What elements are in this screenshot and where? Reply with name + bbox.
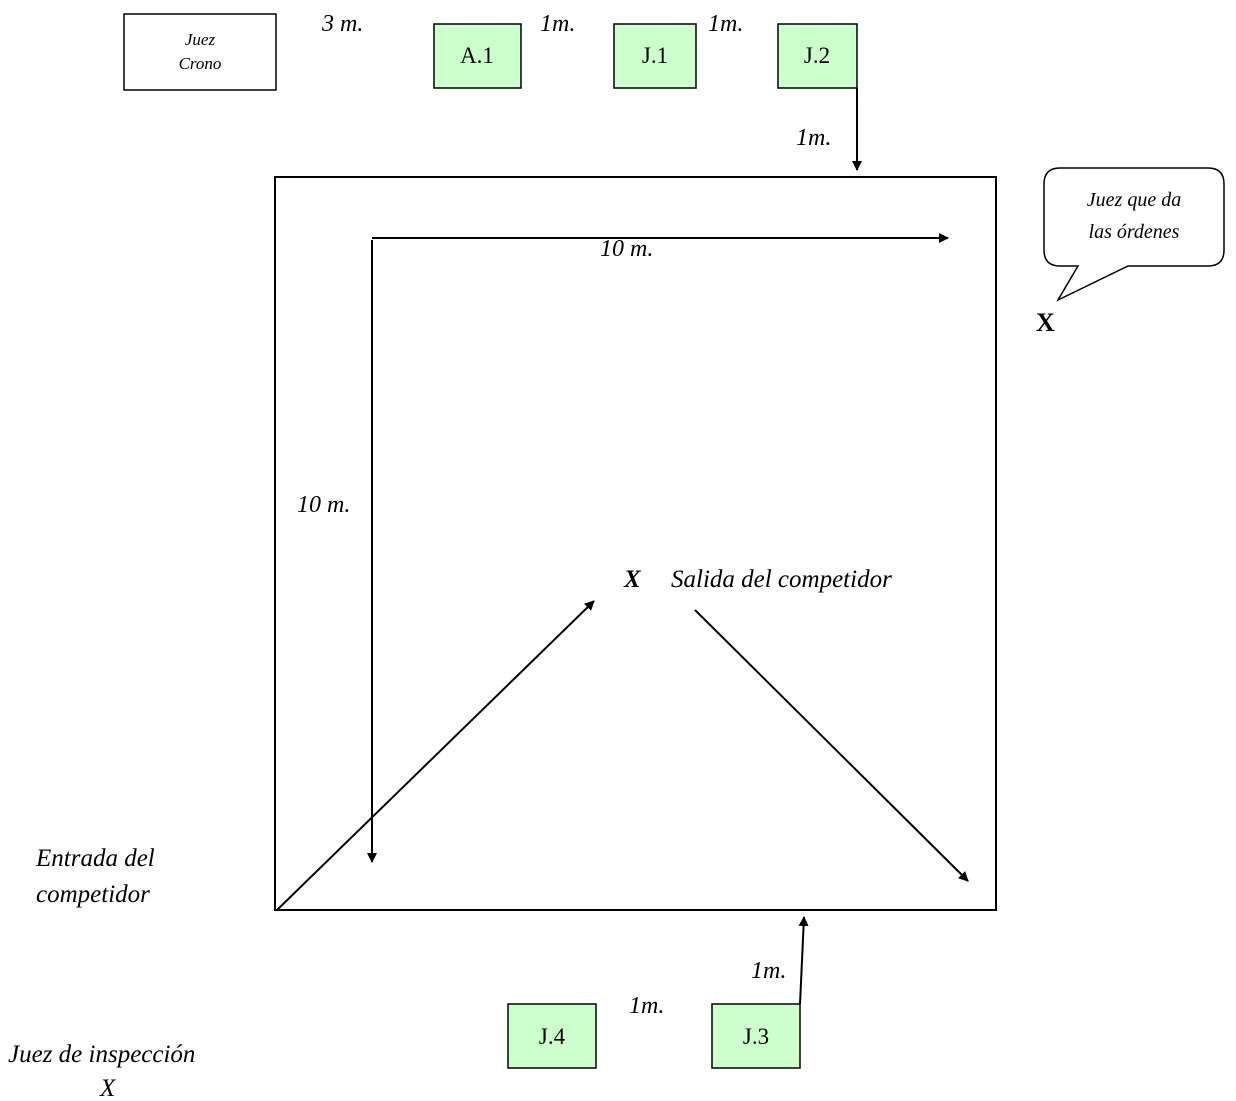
order-judge-marker: X: [1036, 308, 1055, 337]
judge-box-j1: J.1: [613, 23, 697, 89]
distance-j4-j3: 1m.: [629, 993, 664, 1019]
chrono-judge-box: Juez Crono: [123, 13, 277, 91]
distance-vertical: 10 m.: [297, 492, 350, 518]
distance-horizontal: 10 m.: [600, 236, 653, 262]
judge-label-a1: A.1: [460, 43, 494, 68]
distance-crono-a1: 3 m.: [321, 11, 363, 37]
judge-box-j2: J.2: [777, 23, 858, 89]
entry-label-line2: competidor: [36, 881, 150, 908]
order-judge-label-line2: las órdenes: [1089, 221, 1180, 243]
judge-box-a1: A.1: [433, 23, 522, 89]
chrono-judge-label-line2: Crono: [179, 54, 222, 73]
distance-j2-field: 1m.: [796, 125, 831, 151]
arrow-entry-to-center: [276, 600, 595, 911]
order-judge-label-line1: Juez que da: [1087, 189, 1181, 211]
arrow-center-to-corner: [694, 609, 969, 882]
inspection-judge-marker: X: [99, 1075, 117, 1101]
distance-j3-field: 1m.: [751, 958, 786, 984]
entry-label-line1: Entrada del: [35, 845, 155, 872]
chrono-judge-label-line1: Juez: [185, 30, 216, 49]
arrow-j3-to-field: [798, 916, 809, 1005]
judge-label-j2: J.2: [804, 43, 830, 68]
inspection-judge-label: Juez de inspección: [8, 1041, 195, 1068]
judge-label-j4: J.4: [539, 1024, 566, 1049]
distance-j1-j2: 1m.: [708, 11, 743, 37]
judge-box-j4: J.4: [507, 1003, 597, 1069]
exit-label: Salida del competidor: [671, 566, 892, 593]
competition-field: [274, 176, 997, 911]
order-judge-callout: Juez que da las órdenes: [1043, 167, 1225, 302]
judge-label-j1: J.1: [642, 43, 668, 68]
judge-box-j3: J.3: [711, 1003, 801, 1069]
distance-a1-j1: 1m.: [540, 11, 575, 37]
judge-label-j3: J.3: [743, 1024, 769, 1049]
exit-marker: X: [623, 566, 642, 593]
